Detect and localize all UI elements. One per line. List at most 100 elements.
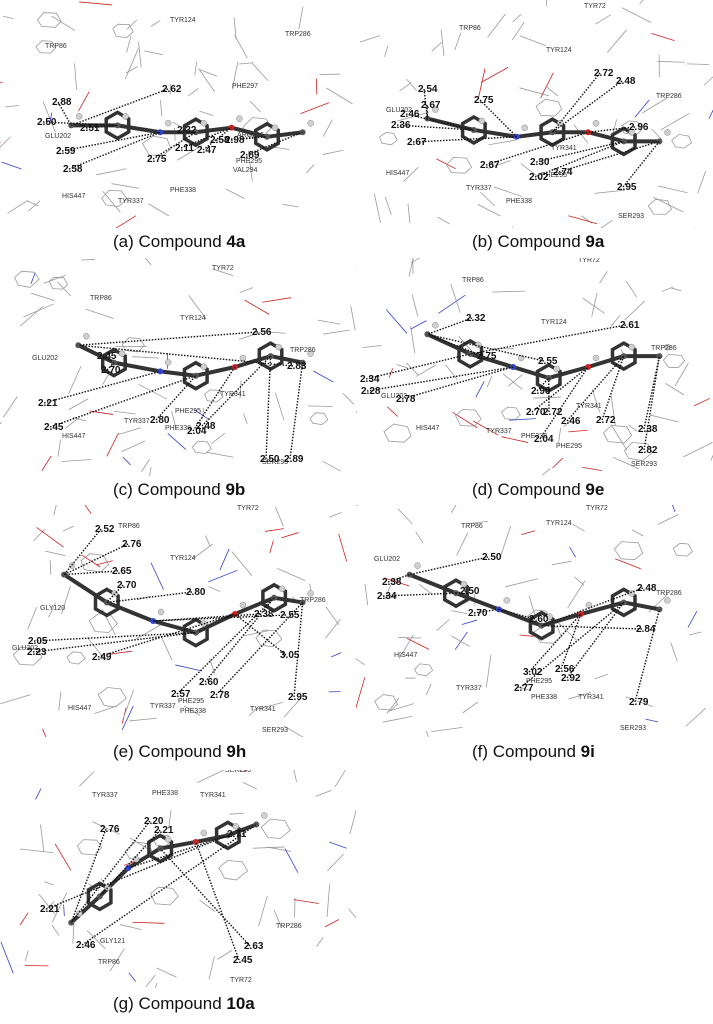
residue-bond	[437, 216, 451, 225]
residue-bond	[239, 287, 253, 294]
residue-bond	[45, 550, 66, 556]
residue-label: PHE295	[175, 408, 201, 415]
residue-bond	[171, 411, 177, 429]
residue-bond	[591, 292, 598, 317]
residue-label: TYR341	[220, 391, 246, 398]
distance-label: 2.21	[154, 825, 174, 836]
residue-bond	[480, 67, 509, 83]
residue-bond	[282, 203, 299, 208]
residue-label: GLU202	[374, 556, 400, 563]
residue-label: ARG296	[237, 132, 264, 139]
distance-label: 2.67	[407, 137, 427, 148]
ligand-bond	[115, 123, 163, 135]
ligand-atom	[424, 331, 431, 338]
residue-bond	[167, 433, 187, 450]
residue-bond	[64, 417, 80, 429]
residue-bond	[160, 100, 163, 117]
distance-label: 2.75	[474, 95, 494, 106]
hydrogen-atom	[460, 580, 468, 588]
hbond-line	[102, 355, 115, 364]
distance-label: 2.46	[561, 416, 581, 427]
residue-bond	[48, 602, 56, 618]
ligand-bond	[126, 846, 163, 871]
ligand-atom	[157, 129, 164, 136]
hbond-line	[85, 124, 118, 129]
ligand-bond	[586, 354, 626, 369]
residue-bond	[408, 258, 414, 277]
residue-bond	[509, 418, 536, 421]
residue-bond	[364, 584, 369, 606]
residue-bond	[708, 109, 713, 119]
hbond-line	[551, 72, 601, 133]
distance-label: 2.57	[171, 689, 191, 700]
ligand-bond	[265, 130, 305, 139]
residue-bond	[568, 215, 598, 225]
residue-bond	[610, 424, 628, 451]
hydrogen-atom	[503, 597, 511, 604]
residue-bond	[273, 909, 282, 928]
distance-label: 2.61	[620, 320, 640, 331]
residue-bond	[197, 770, 225, 783]
distance-label: 2.38	[638, 424, 658, 435]
residue-bond	[501, 436, 529, 443]
residue-bond	[247, 150, 253, 182]
residue-bond	[19, 848, 54, 854]
residue-bond	[135, 622, 166, 640]
residue-label: TYR124	[546, 520, 572, 527]
hbond-line	[401, 366, 514, 400]
residue-bond	[384, 196, 392, 215]
residue-bond	[322, 460, 342, 472]
distance-label: 2.95	[288, 692, 308, 703]
residue-bond	[671, 287, 682, 292]
residue-label: SER293	[620, 725, 646, 732]
residue-label: TYR72	[586, 505, 608, 512]
hbond-line	[412, 136, 517, 143]
residue-bond	[234, 34, 248, 59]
distance-label: 2.95	[617, 182, 637, 193]
hydrogen-atom	[236, 115, 243, 122]
ligand-bond	[62, 572, 109, 605]
residue-label: TYR72	[584, 3, 606, 10]
distance-label: 2.70	[101, 365, 121, 376]
hbond-line	[230, 136, 268, 141]
residue-bond	[567, 580, 586, 609]
residue-bond	[242, 770, 248, 772]
distance-label: 2.92	[561, 673, 581, 684]
residue-bond	[493, 186, 523, 197]
residue-bond	[386, 697, 400, 714]
residue-bond	[19, 306, 44, 327]
residue-bond	[57, 439, 61, 457]
residue-bond	[416, 364, 437, 377]
residue-bond	[397, 508, 413, 525]
residue-bond	[480, 191, 495, 207]
distance-label: 2.02	[529, 172, 549, 183]
residue-bond	[35, 788, 42, 800]
distance-label: 2.60	[529, 614, 549, 625]
residue-label: GLU202	[381, 393, 407, 400]
ligand-bond	[111, 360, 163, 374]
hydrogen-atom	[521, 124, 528, 132]
distance-label: 2.60	[199, 677, 219, 688]
residue-bond	[188, 295, 207, 320]
residue-bond	[96, 560, 113, 566]
residue-bond	[150, 562, 164, 590]
ligand-ring	[261, 582, 288, 613]
residue-bond	[383, 577, 410, 587]
residue-bond	[436, 619, 450, 632]
distance-label: 2.23	[27, 647, 47, 658]
residue-bond	[569, 546, 577, 558]
residue-bond	[51, 15, 76, 31]
residue-bond	[212, 268, 234, 277]
residue-ring	[48, 276, 69, 290]
residue-bond	[556, 621, 577, 641]
residue-bond	[208, 586, 221, 592]
residue-ring	[613, 541, 644, 561]
residue-label: TRP286	[276, 923, 302, 930]
hbond-line	[153, 614, 287, 622]
caption-label: (f) Compound	[472, 742, 581, 761]
ligand-bond	[268, 354, 305, 365]
compound-id: 10a	[226, 994, 255, 1013]
residue-bond	[520, 163, 542, 180]
